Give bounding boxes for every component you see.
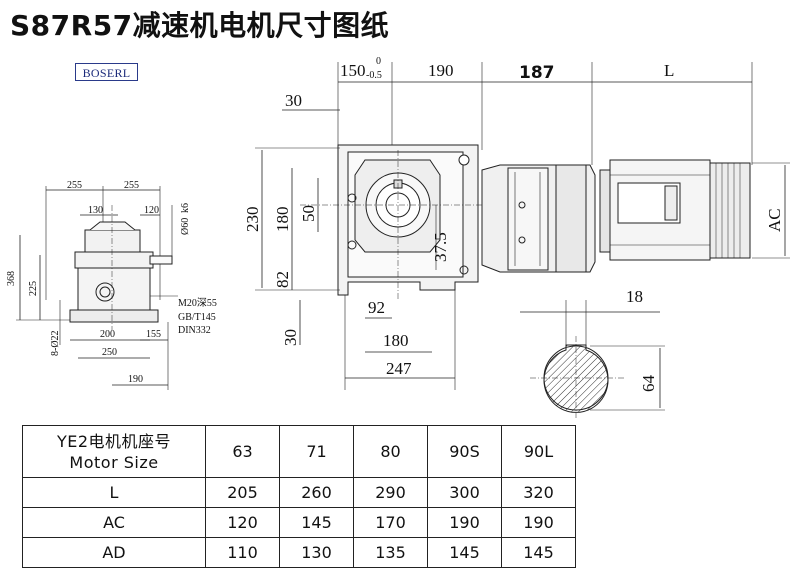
dim-120: 120 [144,205,159,216]
table-cell: 110 [205,537,280,568]
dim-155: 155 [146,329,161,340]
table-cell: 170 [353,507,428,538]
note-thread: M20深55 [178,297,217,309]
brand-logo: BOSERL [75,63,138,81]
table-row: L 205 260 290 300 320 [22,477,576,508]
header-en: Motor Size [69,452,159,472]
table-cell: 190 [427,507,502,538]
table-row: AD 110 130 135 145 145 [22,537,576,568]
table-cell: 260 [279,477,354,508]
dim-150-tol-lower: -0.5 [366,70,382,81]
dim-255-right: 255 [124,180,139,191]
page-title: S87R57减速机电机尺寸图纸 [10,9,390,42]
table-cell: 130 [279,537,354,568]
dim-92: 92 [368,298,385,317]
header-cn: YE2电机机座号 [56,431,172,451]
dim-187: 187 [519,63,555,83]
size-63: 63 [205,425,280,478]
dim-50: 50 [299,205,318,222]
dim-18: 18 [626,287,643,306]
motor-size-table: YE2电机机座号 Motor Size 63 71 80 90S 90L L 2… [22,425,576,568]
dim-180-left: 180 [273,207,292,233]
dim-dia60-tol: k6 [180,203,191,213]
side-view-labels: 255 255 130 120 Ø60 k6 368 225 8-Ø22 M20… [6,180,217,385]
dim-225: 225 [28,281,39,296]
table-row: AC 120 145 170 190 190 [22,507,576,538]
dim-255-left: 255 [67,180,82,191]
size-80: 80 [353,425,428,478]
row-label: AC [22,507,206,538]
table-cell: 190 [501,507,576,538]
table-cell: 145 [427,537,502,568]
dim-200: 200 [100,329,115,340]
table-cell: 300 [427,477,502,508]
dim-130: 130 [88,205,103,216]
table-cell: 145 [501,537,576,568]
dim-dia60: Ø60 [180,218,191,235]
dim-37-5: 37.5 [431,232,450,262]
dim-150-tol-upper: 0 [376,56,381,67]
dim-180-bottom: 180 [383,331,409,350]
dim-247: 247 [386,359,412,378]
size-71: 71 [279,425,354,478]
shaft-section [520,300,665,418]
dim-230: 230 [243,207,262,233]
dim-64: 64 [639,375,658,393]
dim-190-top: 190 [428,61,454,80]
front-view-labels: 150 0 -0.5 190 187 L 30 230 180 50 37.5 … [243,56,784,378]
table-cell: 290 [353,477,428,508]
dim-30-bottom: 30 [281,329,300,346]
side-view [16,186,178,390]
shaft-labels: 18 64 [626,287,658,392]
dim-holes: 8-Ø22 [50,330,61,356]
size-90s: 90S [427,425,502,478]
front-view [255,62,790,390]
table-cell: 145 [279,507,354,538]
technical-drawing: 255 255 130 120 Ø60 k6 368 225 8-Ø22 M20… [6,56,790,418]
dim-82: 82 [273,271,292,288]
dim-250: 250 [102,347,117,358]
dim-368: 368 [6,271,17,286]
note-std-gb: GB/T145 [178,312,216,323]
dim-190-bottom: 190 [128,374,143,385]
table-header-row: YE2电机机座号 Motor Size 63 71 80 90S 90L [22,425,576,478]
row-label: L [22,477,206,508]
table-cell: 120 [205,507,280,538]
note-std-din: DIN332 [178,325,211,336]
row-label: AD [22,537,206,568]
dim-AC: AC [765,208,784,232]
dim-150: 150 [340,61,366,80]
table-cell: 205 [205,477,280,508]
table-header-label: YE2电机机座号 Motor Size [22,425,206,478]
dim-30-top: 30 [285,91,302,110]
table-cell: 135 [353,537,428,568]
size-90l: 90L [501,425,576,478]
table-cell: 320 [501,477,576,508]
dim-L: L [664,61,674,80]
